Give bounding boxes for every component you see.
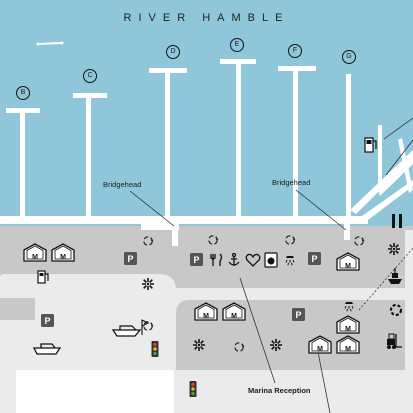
forklift-icon xyxy=(387,333,402,349)
leader-line xyxy=(129,190,175,227)
anchor-icon xyxy=(228,252,240,266)
pier-marker-d: D xyxy=(166,45,180,59)
svg-text:M: M xyxy=(231,313,237,320)
laundry-icon xyxy=(264,252,278,268)
access-road xyxy=(0,274,176,370)
svg-text:M: M xyxy=(345,263,351,270)
pier-marker-f: F xyxy=(288,44,302,58)
parking-icon xyxy=(41,252,321,327)
leader-line xyxy=(295,189,347,231)
building-plot xyxy=(16,370,174,413)
access-road xyxy=(405,230,413,413)
fuel-pump-icon xyxy=(37,270,49,284)
svg-text:P: P xyxy=(44,316,50,326)
leader-line xyxy=(317,351,331,413)
svg-text:P: P xyxy=(127,254,133,264)
access-road xyxy=(176,288,413,314)
svg-text:P: P xyxy=(295,310,301,320)
svg-text:M: M xyxy=(345,346,351,353)
svg-text:M: M xyxy=(60,254,66,261)
pier-marker-g: G xyxy=(342,50,356,64)
traffic-light-icon xyxy=(151,341,159,357)
river-water xyxy=(0,0,413,228)
svg-text:M: M xyxy=(203,313,209,320)
svg-text:M: M xyxy=(345,326,351,333)
leader-line xyxy=(358,247,413,311)
boom-marker xyxy=(36,41,64,46)
bridgehead-label-left: Bridgehead xyxy=(103,180,142,189)
pier-marker-c: C xyxy=(83,69,97,83)
leader-line xyxy=(383,117,413,140)
fuel-pump-icon xyxy=(364,137,377,153)
bridgehead-label-right: Bridgehead xyxy=(272,178,311,187)
boat-hoist-icon xyxy=(388,268,402,284)
boat-slipway-icon xyxy=(111,319,150,337)
boat-storage-icon xyxy=(32,343,62,355)
access-road xyxy=(0,298,35,320)
pier-marker-b: B xyxy=(16,86,30,100)
pontoon-pier xyxy=(6,59,351,218)
main-pontoon xyxy=(0,216,368,224)
marina-reception-label: Marina Reception xyxy=(248,386,311,395)
river-name: RIVER HAMBLE xyxy=(123,12,290,24)
bridgehead-walkway xyxy=(172,224,178,246)
toilet-letters: M M M M M M M M xyxy=(32,254,351,353)
bridgehead-walkway xyxy=(344,224,350,240)
restaurant-icon xyxy=(210,253,223,266)
svg-text:P: P xyxy=(193,255,199,265)
leader-line xyxy=(385,139,413,176)
main-pontoon xyxy=(141,224,179,230)
heart-icon xyxy=(245,253,261,267)
svg-text:M: M xyxy=(317,346,323,353)
pier-marker-e: E xyxy=(230,38,244,52)
leader-line xyxy=(239,277,276,384)
pontoon-pier xyxy=(350,125,413,228)
svg-text:M: M xyxy=(32,254,38,261)
parking-letters: P P P P P xyxy=(44,254,317,326)
lifebuoy-icon xyxy=(389,303,403,317)
traffic-light-icon xyxy=(189,381,197,397)
svg-text:P: P xyxy=(311,254,317,264)
